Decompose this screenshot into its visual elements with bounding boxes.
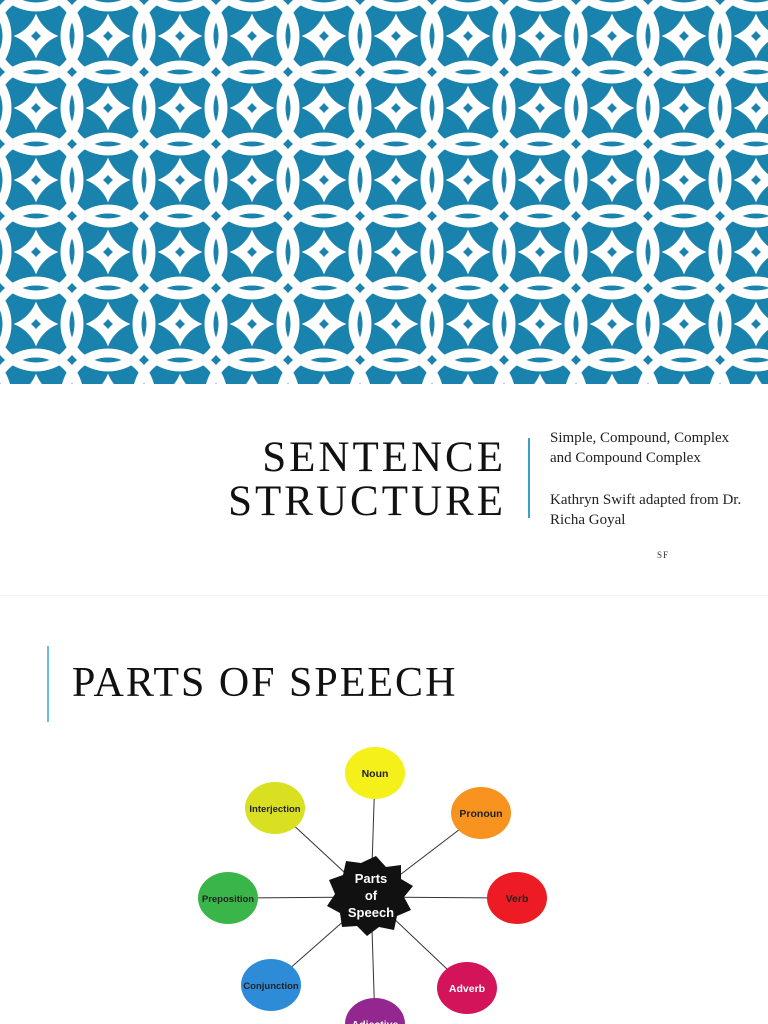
center-label-line-1: Parts (355, 871, 388, 886)
diagram-node-label: Pronoun (459, 808, 502, 820)
subtitle-line-2: Kathryn Swift adapted from Dr. Richa Goy… (550, 492, 742, 528)
diagram-node-label: Noun (362, 768, 389, 780)
diagram-node-label: Conjunction (243, 981, 299, 992)
subtitle-line-1: Simple, Compound, Complex and Compound C… (550, 430, 730, 466)
diagram-center: Parts of Speech (327, 856, 413, 936)
slide-divider (0, 595, 768, 596)
heading-accent-bar (47, 646, 49, 722)
accent-bar (528, 438, 530, 518)
diagram-node-label: Verb (506, 893, 529, 905)
center-label-line-3: Speech (348, 905, 394, 920)
diagram-node-interjection: Interjection (245, 782, 305, 834)
diagram-node-label: Adjective (352, 1019, 399, 1024)
diagram-node-circle (487, 872, 547, 924)
diagram-svg: NounPronounVerbAdverbAdjective Conjunctio… (198, 747, 547, 1024)
center-star-shape (327, 856, 413, 936)
slide-heading: Parts of Speech (72, 660, 458, 706)
diagram-node-conjunction: Conjunction (241, 959, 301, 1011)
diagram-node-circle (345, 747, 405, 799)
diagram-node-adjective: Adjective (345, 998, 405, 1024)
diagram-node-circle (245, 782, 305, 834)
diagram-node-preposition: Preposition (198, 872, 258, 924)
diagram-node-circle (345, 998, 405, 1024)
footer-mark: SF (657, 550, 670, 560)
title-slide: Sentence Structure Simple, Compound, Com… (0, 0, 768, 560)
diagram-node-circle (241, 959, 301, 1011)
diagram-node-label: Interjection (249, 804, 300, 815)
diagram-node-circle (451, 787, 511, 839)
center-label-line-2: of (365, 888, 378, 903)
diagram-node-pronoun: Pronoun (451, 787, 511, 839)
diagram-node-verb: Verb (487, 872, 547, 924)
diagram-node-label: Preposition (202, 894, 254, 905)
title-line-2: Structure (228, 478, 506, 525)
diagram-node-noun: Noun (345, 747, 405, 799)
diagram-node-circle (437, 962, 497, 1014)
decorative-pattern (0, 0, 768, 384)
parts-of-speech-diagram: NounPronounVerbAdverbAdjective Conjunctio… (190, 740, 570, 1024)
diagram-node-label: Adverb (449, 983, 485, 995)
diagram-node-adverb: Adverb (437, 962, 497, 1014)
title-line-1: Sentence (262, 434, 506, 481)
diagram-node-circle (198, 872, 258, 924)
diagram-nodes: NounPronounVerbAdverbAdjective Conjunctio… (198, 747, 547, 1024)
